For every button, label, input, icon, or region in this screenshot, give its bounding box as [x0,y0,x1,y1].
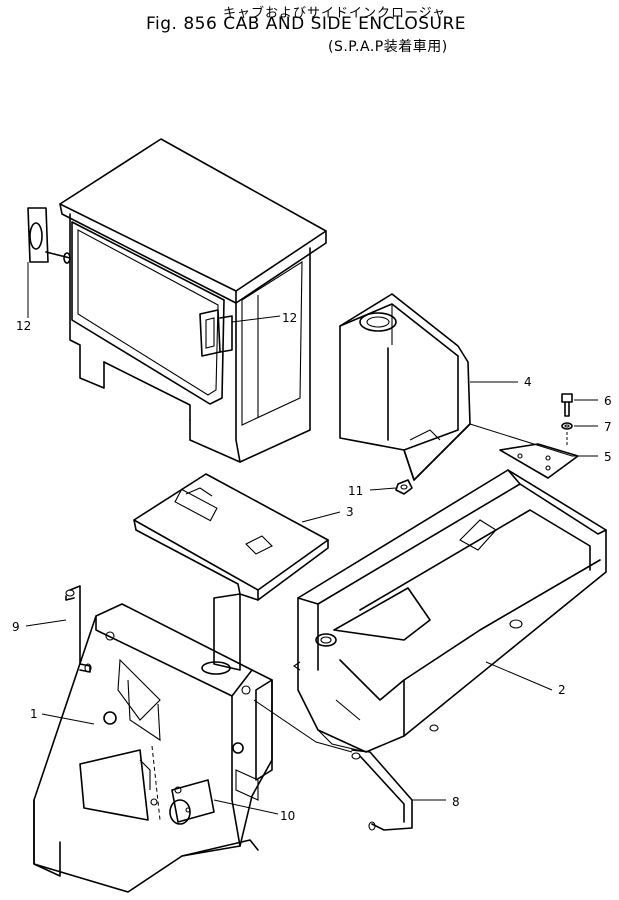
washer [561,422,573,446]
callout-12-left: 12 [16,319,31,333]
callout-3: 3 [346,505,354,519]
callout-8: 8 [452,795,460,809]
callout-5: 5 [604,450,612,464]
title-japanese: キャブおよびサイドインクロージャ [223,6,447,21]
callout-10: 10 [280,809,295,823]
callout-1: 1 [30,707,38,721]
callouts: 12 12 4 6 7 5 11 3 9 2 1 8 10 [12,262,612,823]
nut [395,479,413,495]
bolt [561,393,573,417]
callout-7: 7 [604,420,612,434]
callout-11: 11 [348,484,363,498]
side-enclosure-frame [293,469,607,753]
side-panel [33,603,273,893]
mirror-bracket [139,745,215,825]
handrail-right [253,699,413,831]
callout-9: 9 [12,620,20,634]
floor-plate [133,473,329,671]
title-block: キャブおよびサイドインクロージャ Fig. 856 CAB AND SIDE E… [0,0,619,60]
callout-4: 4 [524,375,532,389]
bracket [499,443,579,479]
callout-12-right: 12 [282,311,297,325]
callout-2: 2 [558,683,566,697]
cab-assembly [27,138,327,463]
tank-box [339,293,471,481]
handrail-left [65,585,92,673]
title-note: (S.P.A.P装着車用) [328,39,448,55]
callout-6: 6 [604,394,612,408]
figure-title: Fig. 856 CAB AND SIDE ENCLOSURE [146,14,467,34]
